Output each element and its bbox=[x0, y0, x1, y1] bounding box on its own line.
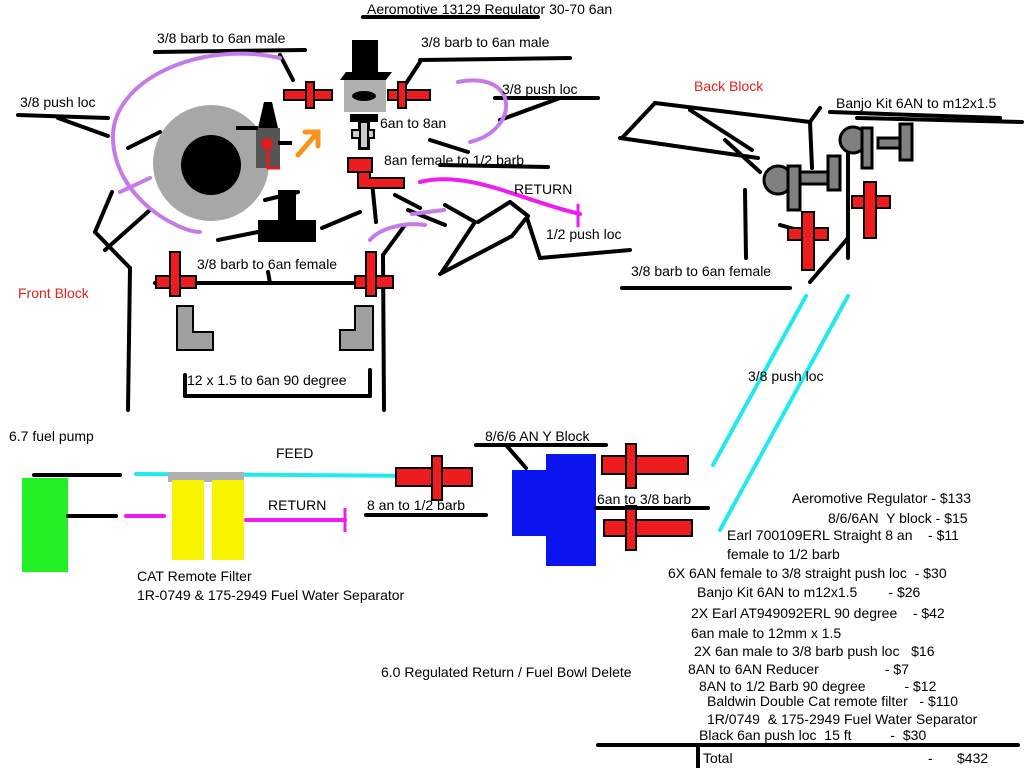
label-caption: 6.0 Regulated Return / Fuel Bowl Delete bbox=[381, 664, 632, 680]
label-barb-male-right: 3/8 barb to 6an male bbox=[421, 34, 550, 50]
parts-list-item: 6X 6AN female to 3/8 straight push loc -… bbox=[668, 565, 947, 581]
parts-list-item: Aeromotive Regulator - $133 bbox=[792, 490, 971, 506]
parts-list-item: Earl 700109ERL Straight 8 an - $11 bbox=[727, 527, 959, 543]
label-6an-to-8an: 6an to 8an bbox=[380, 115, 446, 131]
total-label: Total bbox=[703, 750, 733, 766]
red-fittings-front bbox=[155, 81, 431, 297]
label-half-push-loc: 1/2 push loc bbox=[546, 226, 622, 242]
label-push-loc-right: 3/8 push loc bbox=[502, 81, 578, 97]
regulator-small-icon bbox=[236, 102, 292, 170]
parts-list-item: 8AN to 1/2 Barb 90 degree - $12 bbox=[699, 678, 937, 694]
bottom-lines bbox=[364, 443, 1020, 768]
label-regulator: Aeromotive 13129 Regulator 30-70 6an bbox=[367, 1, 612, 17]
label-barb-male-left: 3/8 barb to 6an male bbox=[157, 30, 286, 46]
pump-lines bbox=[32, 473, 122, 518]
block-fitting-icon bbox=[258, 190, 316, 242]
label-cat-filter-2: 1R-0749 & 175-2949 Fuel Water Separator bbox=[137, 587, 405, 603]
label-feed: FEED bbox=[276, 445, 313, 461]
cat-filter-icon bbox=[168, 472, 244, 560]
label-8an-female: 8an female to 1/2 barb bbox=[384, 152, 524, 168]
label-90-degree: 12 x 1.5 to 6an 90 degree bbox=[187, 372, 347, 388]
parts-list-item: 8/6/6AN Y block - $15 bbox=[828, 510, 968, 526]
parts-list-item: 1R/0749 & 175-2949 Fuel Water Separator bbox=[707, 711, 978, 727]
label-barb-female-front: 3/8 barb to 6an female bbox=[197, 256, 337, 272]
parts-list-item: Banjo Kit 6AN to m12x1.5 - $26 bbox=[697, 584, 921, 600]
banjo-fittings-icon bbox=[762, 122, 914, 212]
red-fittings-bottom bbox=[395, 443, 693, 551]
label-y-block: 8/6/6 AN Y Block bbox=[485, 428, 591, 444]
total-value: $432 bbox=[957, 750, 988, 766]
parts-list-item: Black 6an push loc 15 ft - $30 bbox=[699, 727, 926, 743]
label-barb-female-back: 3/8 barb to 6an female bbox=[631, 263, 771, 279]
label-fuel-pump: 6.7 fuel pump bbox=[9, 428, 94, 444]
parts-list-item: Baldwin Double Cat remote filter - $110 bbox=[707, 693, 958, 709]
front-block-outline bbox=[16, 15, 632, 412]
fuel-pump-icon bbox=[22, 478, 68, 572]
label-return-bottom: RETURN bbox=[268, 497, 326, 513]
parts-list-item: 2X 6an male to 3/8 barb push loc $16 bbox=[694, 643, 935, 659]
back-block-outline bbox=[618, 101, 1024, 290]
label-banjo: Banjo Kit 6AN to m12x1.5 bbox=[836, 95, 997, 111]
label-6an-to-38: 6an to 3/8 barb bbox=[597, 491, 691, 507]
y-block-icon bbox=[512, 454, 596, 566]
parts-list-item: 8AN to 6AN Reducer - $7 bbox=[688, 661, 909, 677]
orange-arrow-icon bbox=[295, 129, 321, 158]
turbo-icon bbox=[153, 105, 269, 221]
label-push-loc-left: 3/8 push loc bbox=[20, 94, 96, 110]
parts-list-item: 2X Earl AT949092ERL 90 degree - $42 bbox=[691, 605, 945, 621]
magenta-return-lines bbox=[124, 177, 582, 522]
total-dash: - bbox=[928, 750, 933, 766]
label-cat-filter-1: CAT Remote Filter bbox=[137, 568, 252, 584]
parts-list-item: 6an male to 12mm x 1.5 bbox=[691, 625, 841, 641]
parts-list-item: female to 1/2 barb bbox=[727, 546, 840, 562]
label-front-block: Front Block bbox=[18, 285, 90, 301]
parts-list: Aeromotive Regulator - $133 8/6/6AN Y bl… bbox=[668, 490, 988, 766]
lavender-hoses-front bbox=[110, 51, 508, 242]
label-return-top: RETURN bbox=[514, 181, 572, 197]
label-back-block: Back Block bbox=[694, 78, 764, 94]
label-push-loc-mid: 3/8 push loc bbox=[748, 368, 824, 384]
label-8an-to-half: 8 an to 1/2 barb bbox=[367, 497, 465, 513]
red-fittings-back bbox=[787, 181, 891, 271]
fitting-90-degree-icons bbox=[176, 305, 374, 351]
